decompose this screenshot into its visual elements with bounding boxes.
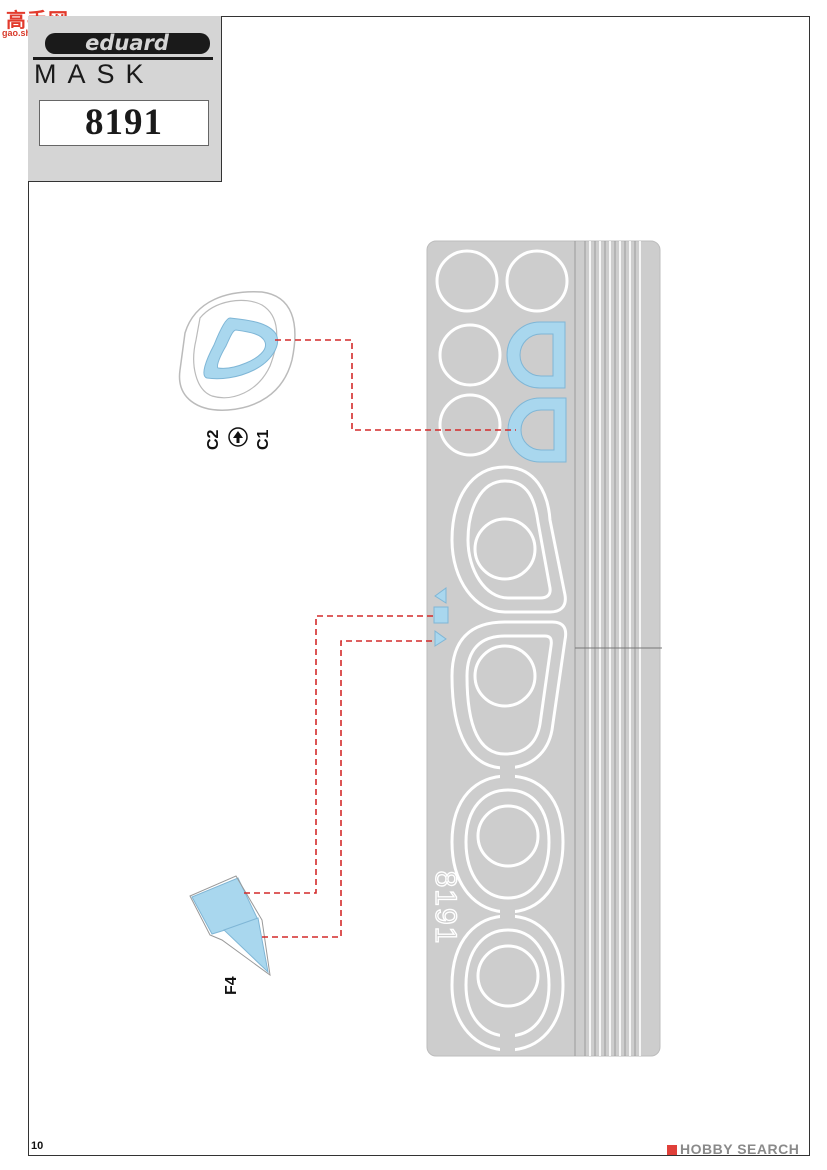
leader-line-f-upper [244,615,434,894]
frame-mask-inner [464,928,551,1038]
page-frame [28,16,810,1156]
circle-masks [435,249,569,457]
mask-c2 [507,397,567,463]
frame-mask-inner [465,634,553,756]
d-masks-blue [506,321,567,463]
logo-product: MASK [34,59,155,89]
mask-triangle [434,587,447,604]
mask-f4-part [433,606,449,624]
hobby-search-icon [667,1145,677,1155]
circle-mask [476,944,540,1008]
frame-mask [450,914,565,1052]
windscreen-f-illustration [189,875,271,977]
circle-mask [473,517,537,581]
frame-mask-inner [466,479,552,600]
mask-triangle [434,630,447,647]
logo-rule [33,57,213,60]
frame-mask [450,774,565,914]
leader-line-c [275,339,516,431]
leader-line-f-lower [262,640,434,938]
hobby-search-text: HOBBY SEARCH [680,1141,800,1157]
frame-mask [450,465,567,614]
circle-mask [476,804,540,868]
hobby-search-watermark: HOBBY SEARCH [667,1141,817,1161]
label-c2: C2 [205,429,222,450]
small-blue-masks [433,587,449,647]
frame-gaps [500,765,515,1052]
mask-c1 [506,321,566,389]
frame-mask [450,620,568,770]
circle-mask [438,323,502,387]
circle-mask [505,249,569,313]
sheet-engraved-number: 8191 [429,871,462,946]
circle-mask [435,249,499,313]
mask-sheet: 8191 [426,240,662,1057]
eduard-wordmark-text: eduard [85,31,170,55]
canopy-c-illustration [178,291,296,411]
label-f4: F4 [223,976,240,995]
leader-lines [244,339,516,938]
label-c1: C1 [255,429,272,450]
eduard-wordmark: eduard [45,31,210,55]
product-number: 8191 [39,100,209,146]
frame-masks [450,465,568,1052]
circle-mask [438,393,502,457]
frame-mask-inner [464,788,551,900]
c-callout-label: C2 C1 [205,427,272,450]
page-number: 10 [31,1140,44,1152]
circle-mask [473,644,537,708]
